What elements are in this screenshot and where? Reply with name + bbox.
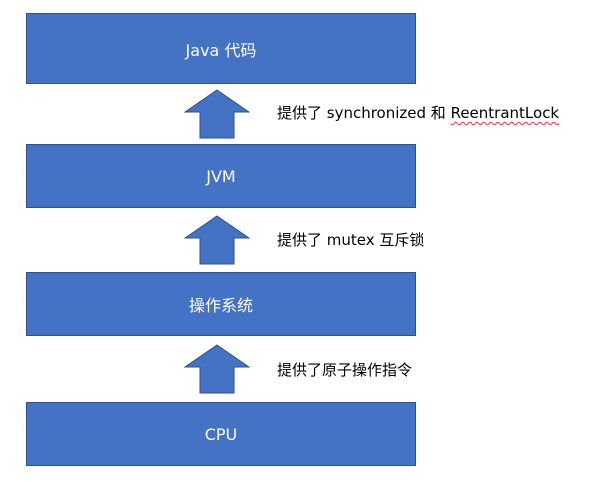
java-code-box: Java 代码 [26,13,416,84]
jvm-box: JVM [26,144,416,208]
jvm-provides-prefix: 提供了 synchronized 和 [277,104,451,122]
up-arrow-icon [184,344,250,394]
os-provides-note: 提供了 mutex 互斥锁 [277,231,425,249]
cpu-box: CPU [26,402,416,466]
os-label: 操作系统 [188,296,253,315]
up-arrow-icon [184,89,250,139]
reentrantlock-text: ReentrantLock [450,104,560,122]
java-code-label: Java 代码 [185,40,257,60]
jvm-label: JVM [206,166,236,186]
up-arrow-icon [184,215,250,265]
os-box: 操作系统 [26,272,416,336]
jvm-provides-note: 提供了 synchronized 和 ReentrantLock [277,103,559,123]
cpu-label: CPU [204,424,238,444]
cpu-provides-note: 提供了原子操作指令 [277,361,413,379]
